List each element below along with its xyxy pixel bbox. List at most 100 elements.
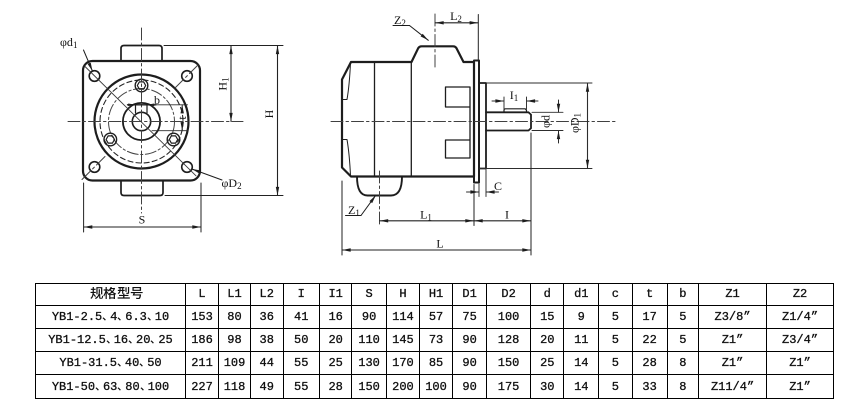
spec-cell-t: 22 (631, 327, 668, 353)
front-screw-bl (103, 132, 118, 147)
spec-cell-d: 15 (530, 304, 565, 329)
spec-cell-H: 200 (385, 374, 420, 399)
label-phi-d: φd (539, 115, 553, 128)
dim-arrowhead (465, 219, 474, 223)
cjk-glyph (117, 386, 122, 391)
spec-col-header-D1: D1 (452, 283, 488, 306)
spec-cell-D2: 150 (486, 351, 532, 376)
spec-cell-t: 33 (631, 374, 668, 399)
spec-cell-L: 211 (185, 351, 219, 376)
spec-cell-I: 55 (282, 351, 320, 376)
dim-arrowhead (379, 219, 389, 223)
spec-cell-S: 90 (351, 304, 387, 329)
dim-I (473, 132, 532, 256)
dim-arrowhead (474, 219, 483, 223)
spec-cell-Z1: Z3/8” (698, 304, 768, 329)
dim-arrowhead (420, 33, 429, 41)
spec-col-header-model (35, 283, 186, 306)
dim-arrowhead (585, 83, 590, 92)
spec-cell-H1: 85 (418, 351, 454, 376)
spec-cell-d1: 14 (563, 351, 600, 376)
spec-col-header-d: d (530, 283, 565, 306)
dim-arrowhead (522, 219, 531, 223)
spec-cell-L1: 98 (218, 327, 251, 353)
spec-cell-Z1: Z11/4” (698, 374, 768, 399)
dim-arrowhead (526, 99, 536, 103)
spec-cell-L2: 38 (250, 327, 284, 353)
cjk-glyph (130, 286, 143, 299)
side-port-steps (444, 86, 471, 159)
spec-cell-L: 153 (185, 304, 219, 329)
spec-cell-S: 130 (351, 351, 387, 376)
dim-arrowhead (556, 130, 561, 140)
label-L: L (436, 237, 443, 251)
label-phi-d1: φd1 (60, 35, 77, 50)
side-joint-lines (373, 61, 412, 178)
spec-cell-H1: 73 (418, 327, 454, 353)
spec-cell-Z2: Z3/4” (766, 327, 835, 353)
spec-col-header-b: b (666, 283, 700, 306)
label-b: b (154, 93, 160, 107)
drawing-labels: φd1 b t H1 H φD2 S Z2 L2 I1 φd φD1 C Z1 … (60, 9, 583, 251)
dim-arrowhead (180, 104, 184, 114)
side-view (330, 13, 618, 256)
spec-cell-H: 145 (385, 327, 420, 353)
spec-cell-L2: 44 (250, 351, 284, 376)
cjk-glyph (89, 286, 103, 299)
dim-L (341, 180, 532, 256)
side-shaft-key (503, 108, 528, 113)
spec-cell-c: 5 (598, 304, 633, 329)
spec-cell-I: 55 (282, 374, 320, 399)
side-body-outline (340, 45, 476, 178)
cjk-glyph (140, 386, 144, 391)
cjk-glyph (150, 340, 155, 344)
cjk-glyph (102, 316, 107, 321)
spec-cell-H: 170 (385, 351, 420, 376)
spec-cell-H: 114 (385, 304, 420, 329)
dim-arrowhead (229, 45, 233, 55)
spec-cell-D1: 90 (452, 351, 488, 376)
spec-cell-L: 186 (185, 327, 219, 353)
spec-cell-b: 5 (666, 327, 700, 353)
spec-cell-d1: 11 (563, 327, 600, 353)
label-C: C (494, 179, 502, 193)
dim-arrowhead (369, 195, 376, 204)
dim-arrowhead (87, 62, 93, 72)
label-H1: H1 (216, 77, 231, 90)
front-corner-hole-tl (88, 69, 101, 83)
spec-cell-L1: 80 (218, 304, 251, 329)
spec-cell-b: 8 (666, 351, 700, 376)
spec-cell-L2: 36 (250, 304, 284, 329)
spec-cell-D2: 128 (486, 327, 532, 353)
cjk-glyph (117, 286, 130, 299)
dim-arrowhead (192, 225, 201, 229)
label-I: I (505, 208, 509, 222)
front-corner-hole-br (180, 160, 194, 174)
spec-cell-H1: 100 (418, 374, 454, 399)
front-diagonal-centerline (84, 66, 197, 177)
spec-cell-d: 30 (530, 374, 565, 399)
spec-cell-L2: 49 (250, 374, 284, 399)
cjk-glyph (139, 363, 144, 367)
spec-col-header-Z2: Z2 (766, 283, 835, 306)
label-L2: L2 (450, 9, 462, 24)
spec-cell-Z2: Z1” (766, 351, 835, 376)
dim-L2 (434, 14, 479, 61)
label-phi-D1: φD1 (568, 113, 583, 133)
spec-cell-Z2: Z1” (766, 374, 835, 399)
spec-cell-S: 150 (351, 374, 387, 399)
dim-arrowhead (470, 190, 479, 194)
cjk-glyph (95, 386, 99, 391)
spec-cell-S: 110 (351, 327, 387, 353)
cjk-glyph (106, 340, 110, 344)
dim-C (465, 169, 500, 197)
dim-L1 (379, 184, 475, 226)
label-t: t (175, 116, 189, 120)
